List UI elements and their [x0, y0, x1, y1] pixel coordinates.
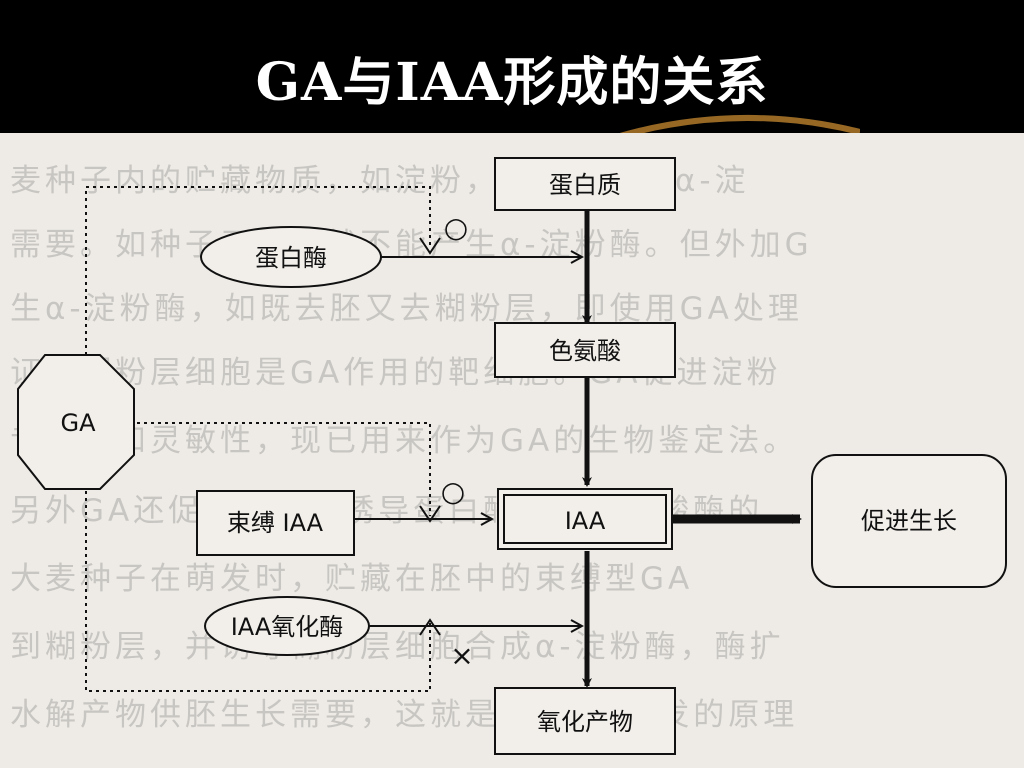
- ga-to-protease-dotted-line: [85, 186, 431, 355]
- node-label: GA: [60, 409, 96, 437]
- promote-circle-icon: ○: [441, 475, 465, 508]
- node-iaa-oxidase: IAA氧化酶: [204, 596, 370, 656]
- ga-regulation-lines: [85, 186, 431, 692]
- enzyme-arrows: [354, 257, 582, 626]
- node-label: 氧化产物: [537, 708, 633, 736]
- bleed-through-line: 大麦种子在萌发时，贮藏在胚中的束缚型GA: [10, 561, 694, 597]
- node-iaa: IAA: [497, 488, 673, 550]
- slide-title: GA与IAA形成的关系: [255, 52, 769, 113]
- ga-to-oxidase-dotted-line: [85, 491, 431, 692]
- arrowhead-up-icon: [419, 618, 441, 636]
- ga-to-bound-iaa-dotted-line: [130, 422, 431, 516]
- node-ga: GA: [17, 354, 135, 490]
- ga-iaa-diagram: 蛋白质 色氨酸 IAA 氧化产物 束缚 IAA 促进生长: [17, 157, 1007, 755]
- scanned-figure: 麦种子内的贮藏物质，如淀粉，蛋白质等在α-淀 需要。如种子无胚，就不能产生α-淀…: [0, 133, 1024, 768]
- node-label: IAA氧化酶: [231, 613, 344, 641]
- promote-circle-icon: ○: [444, 211, 468, 244]
- node-tryptophan: 色氨酸: [494, 322, 676, 378]
- node-promote-growth: 促进生长: [811, 454, 1007, 588]
- title-bar: GA与IAA形成的关系: [0, 0, 1024, 138]
- inhibit-cross-icon: ×: [450, 639, 473, 672]
- dotted-arrowheads: [419, 237, 441, 636]
- node-label: 蛋白质: [549, 171, 621, 199]
- node-label: IAA: [565, 507, 606, 535]
- arrowhead-down-icon: [419, 505, 441, 523]
- node-protein: 蛋白质: [494, 157, 676, 211]
- node-oxidation-products: 氧化产物: [494, 687, 676, 755]
- node-label: 蛋白酶: [255, 244, 327, 272]
- bleed-through-line: 生α-淀粉酶，如既去胚又去糊粉层，即使用GA处理: [10, 291, 803, 327]
- bleed-through-line: 到糊粉层，并诱导糊粉层细胞合成α-淀粉酶，酶扩: [10, 629, 785, 665]
- node-label: 束缚 IAA: [227, 509, 324, 537]
- arrowhead-down-icon: [419, 237, 441, 255]
- node-label: 色氨酸: [549, 337, 621, 365]
- title-swoosh-decoration: [620, 115, 860, 138]
- node-label: 促进生长: [861, 507, 957, 535]
- node-protease: 蛋白酶: [200, 226, 382, 288]
- node-bound-iaa: 束缚 IAA: [196, 490, 355, 556]
- bleed-through-line: 专一性和灵敏性，现已用来作为GA的生物鉴定法。: [10, 423, 799, 459]
